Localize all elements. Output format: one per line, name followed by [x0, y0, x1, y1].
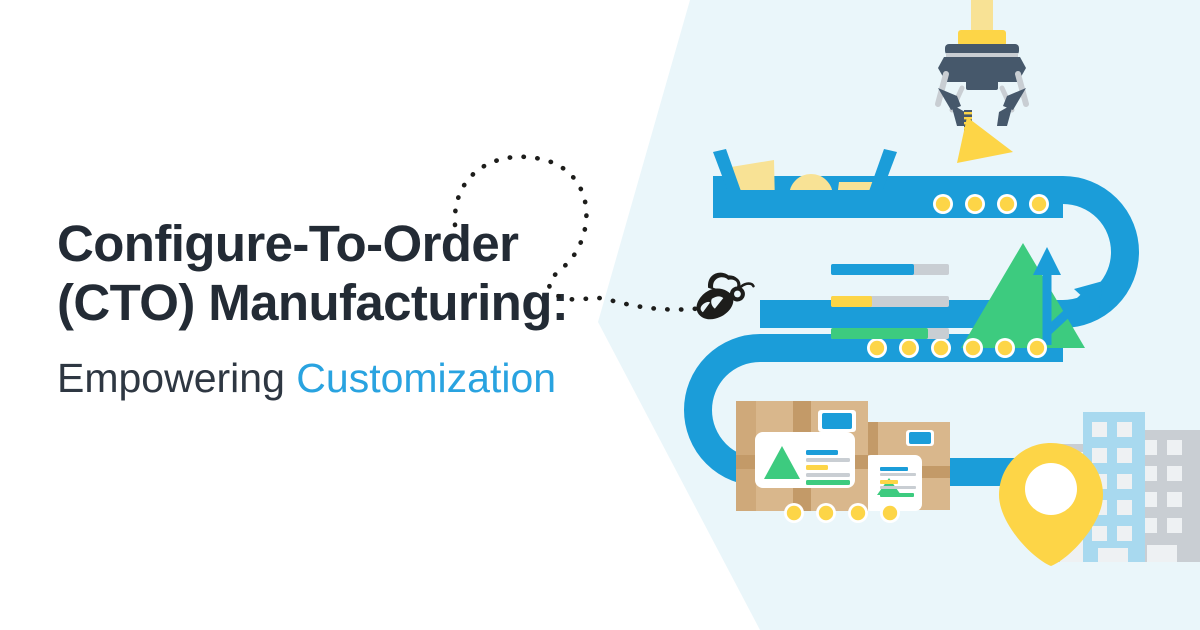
page-subtitle: Empowering Customization [57, 354, 617, 402]
shipping-box-large [736, 401, 868, 511]
robot-arm-icon [935, 0, 1029, 163]
material-hopper [713, 149, 898, 218]
conveyor-rollers-middle [867, 338, 1047, 358]
conveyor-rollers-bottom [784, 503, 900, 523]
page-title-line-1: Configure-To-Order [57, 215, 519, 272]
headline-block: Configure-To-Order (CTO) Manufacturing: … [57, 214, 617, 402]
green-triangle-product [961, 243, 1085, 348]
subtitle-accent: Customization [296, 355, 557, 401]
building-center-blue [1083, 412, 1145, 562]
growth-arrows-icon [1042, 265, 1094, 345]
arrow-head-up [1033, 247, 1061, 275]
progress-bar-blue [831, 264, 949, 275]
bee-icon [696, 272, 755, 320]
progress-bars [831, 264, 949, 339]
location-pin-icon [999, 443, 1103, 566]
conveyor-rollers-top [933, 194, 1049, 214]
shipping-box-small [862, 422, 950, 511]
arrow-head-diagonal [1074, 281, 1103, 312]
bee-flight-path [452, 154, 706, 312]
page-title-line-2: (CTO) Manufacturing: [57, 274, 569, 331]
subtitle-prefix: Empowering [57, 355, 297, 401]
progress-bar-green [831, 328, 949, 339]
progress-bar-yellow [831, 296, 949, 307]
